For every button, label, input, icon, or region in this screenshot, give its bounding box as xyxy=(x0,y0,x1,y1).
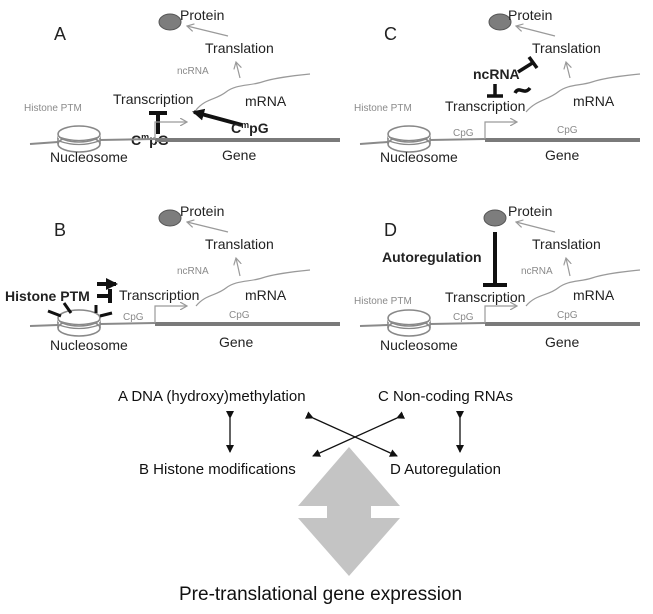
cpg-right-label: CpG xyxy=(229,310,250,321)
gene-label: Gene xyxy=(219,334,253,350)
panel-c: C Protein Translation ncRNA mRNA Transcr… xyxy=(354,7,641,165)
summary-a: A DNA (hydroxy)methylation xyxy=(118,388,306,405)
transcription-label: Transcription xyxy=(113,91,193,107)
mrna-strand xyxy=(195,73,311,111)
panel-d: D Protein Translation Autoregulation ncR… xyxy=(354,203,641,353)
translation-label: Translation xyxy=(532,236,601,252)
mrna-strand xyxy=(195,269,311,307)
nucleosome-icon xyxy=(57,309,101,337)
activation-arrow-right xyxy=(192,108,243,127)
ncrna-label: ncRNA xyxy=(473,66,520,82)
panel-b: B Protein Translation ncRNA mRNA Transcr… xyxy=(5,203,340,353)
summary-b: B Histone modifications xyxy=(139,461,296,478)
gene-label: Gene xyxy=(545,147,579,163)
mrna-strand xyxy=(525,269,641,307)
transcription-label: Transcription xyxy=(119,287,199,303)
transcription-label: Transcription xyxy=(445,289,525,305)
gene-label: Gene xyxy=(545,334,579,350)
ncrna-label: ncRNA xyxy=(177,266,209,277)
histone-ptm-label: Histone PTM xyxy=(24,103,82,114)
ncrna-inhibit-translation xyxy=(517,60,535,74)
transcription-label: Transcription xyxy=(445,98,525,114)
summary-d: D Autoregulation xyxy=(390,461,501,478)
translation-arrow xyxy=(516,222,556,233)
mrna-label: mRNA xyxy=(245,287,287,303)
panel-letter-a: A xyxy=(54,24,66,44)
nucleosome-icon xyxy=(387,309,431,337)
gene-label: Gene xyxy=(222,147,256,163)
ncrna-label: ncRNA xyxy=(177,66,209,77)
autoregulation-label: Autoregulation xyxy=(382,249,482,265)
ncrna-arrow xyxy=(236,62,240,79)
cpg-left-label: CpG xyxy=(453,128,474,139)
panel-letter-d: D xyxy=(384,220,397,240)
translation-label: Translation xyxy=(205,236,274,252)
nucleosome-label: Nucleosome xyxy=(50,149,128,165)
protein-label: Protein xyxy=(180,203,224,219)
cpg-right-label: CpG xyxy=(557,310,578,321)
tss-arrow xyxy=(154,306,187,323)
translation-arrow xyxy=(516,26,556,37)
mrna-label: mRNA xyxy=(573,287,615,303)
tss-arrow xyxy=(154,122,187,139)
histone-ptm-label: Histone PTM xyxy=(5,288,90,304)
cpg-left-label: CpG xyxy=(123,312,144,323)
translation-label: Translation xyxy=(532,40,601,56)
mrna-label: mRNA xyxy=(245,93,287,109)
tss-arrow xyxy=(484,306,517,323)
histone-ptm-label: Histone PTM xyxy=(354,296,412,307)
histone-ptm-label: Histone PTM xyxy=(354,103,412,114)
nucleosome-label: Nucleosome xyxy=(50,337,128,353)
ncrna-label: ncRNA xyxy=(521,266,553,277)
protein-label: Protein xyxy=(508,203,552,219)
summary-c: C Non-coding RNAs xyxy=(378,388,513,405)
translation-arrow xyxy=(187,26,229,37)
protein-icon xyxy=(158,13,182,31)
nucleosome-label: Nucleosome xyxy=(380,149,458,165)
summary: A DNA (hydroxy)methylation C Non-coding … xyxy=(118,388,513,605)
mrna-strand xyxy=(525,73,641,113)
histone-tails xyxy=(47,302,113,318)
footer-caption: Pre-translational gene expression xyxy=(179,584,462,605)
protein-icon xyxy=(158,209,182,227)
protein-icon xyxy=(483,209,507,227)
mrna-label: mRNA xyxy=(573,93,615,109)
ncrna-molecule xyxy=(513,86,532,94)
panel-letter-c: C xyxy=(384,24,397,44)
panel-a: A Protein Translation ncRNA mRNA Transcr… xyxy=(24,7,340,165)
protein-label: Protein xyxy=(508,7,552,23)
panel-letter-b: B xyxy=(54,220,66,240)
c-b-link xyxy=(312,411,406,457)
tss-arrow xyxy=(484,122,517,139)
protein-icon xyxy=(488,13,512,31)
big-double-arrow xyxy=(298,447,400,576)
cmpg-right: CmpG xyxy=(231,120,269,136)
cpg-right-label: CpG xyxy=(557,125,578,136)
cpg-left-label: CpG xyxy=(453,312,474,323)
nucleosome-label: Nucleosome xyxy=(380,337,458,353)
translation-arrow xyxy=(187,222,229,233)
translation-label: Translation xyxy=(205,40,274,56)
protein-label: Protein xyxy=(180,7,224,23)
